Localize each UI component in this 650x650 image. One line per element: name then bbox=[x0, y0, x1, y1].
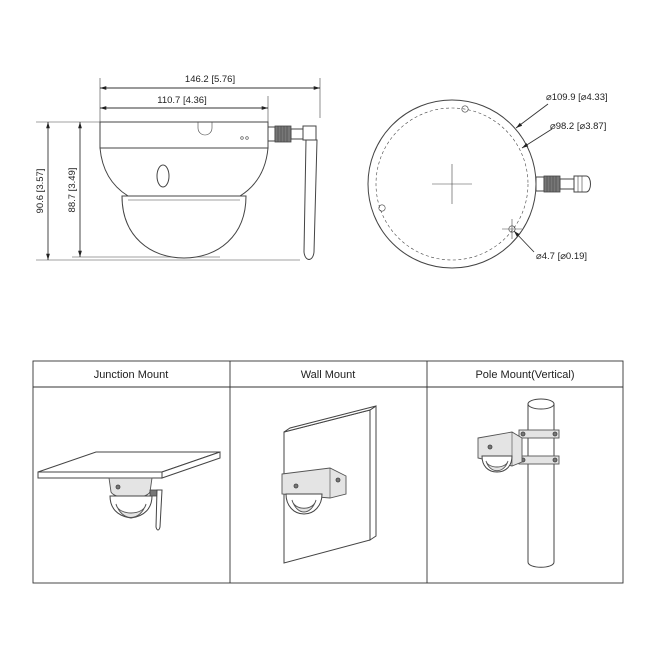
outer-diameter-label: ⌀109.9 [⌀4.33] bbox=[546, 92, 608, 103]
hole-pattern-circle bbox=[375, 107, 529, 261]
outer-diameter-leader bbox=[515, 103, 549, 129]
overall-height-label: 90.6 [3.57] bbox=[35, 169, 46, 214]
body-height-label: 88.7 [3.49] bbox=[67, 168, 78, 213]
mount-table: Junction Mount Wall Mount Pole Mount(Ver… bbox=[32, 360, 624, 584]
base-width-label: 110.7 [4.36] bbox=[157, 95, 206, 106]
side-view: 146.2 [5.76] 110.7 [4.36] 90.6 [3.57] 88… bbox=[35, 74, 321, 261]
mount-table-frame bbox=[32, 360, 624, 584]
hole-diameter-leader bbox=[513, 230, 535, 253]
mount-hole bbox=[378, 204, 386, 212]
junction-mount-header: Junction Mount bbox=[94, 369, 169, 381]
hole-circle-leader bbox=[521, 128, 553, 149]
hole-circle-label: ⌀98.2 [⌀3.87] bbox=[550, 121, 606, 132]
pole-mount-header: Pole Mount(Vertical) bbox=[475, 369, 574, 381]
camera-side-body bbox=[99, 121, 269, 259]
wall-mount-header: Wall Mount bbox=[301, 369, 356, 381]
pole-mount-illustration bbox=[477, 398, 560, 568]
wall-mount-illustration bbox=[281, 405, 377, 564]
hole-diameter-label: ⌀4.7 [⌀0.19] bbox=[536, 251, 587, 262]
junction-mount-illustration bbox=[37, 451, 221, 531]
antenna-side bbox=[267, 125, 318, 260]
antenna-top bbox=[535, 175, 591, 193]
overall-width-label: 146.2 [5.76] bbox=[185, 74, 235, 85]
top-view: ⌀109.9 [⌀4.33] ⌀98.2 [⌀3.87] ⌀4.7 [⌀0.19… bbox=[367, 92, 608, 269]
mount-hole bbox=[461, 105, 469, 113]
